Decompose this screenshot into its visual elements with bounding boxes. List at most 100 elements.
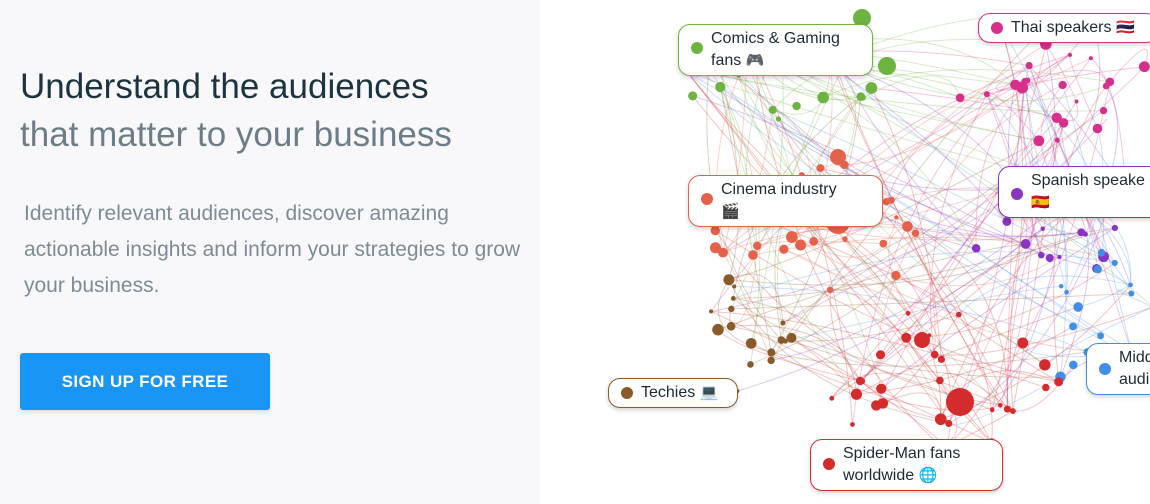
graph-edge (844, 238, 992, 443)
graph-node (905, 310, 911, 316)
graph-edge (791, 23, 1050, 339)
graph-edge (728, 231, 1082, 286)
graph-node-large (914, 332, 930, 348)
graph-edge (783, 248, 950, 424)
graph-node (1054, 377, 1064, 387)
cinema-label-text: Cinema industry (721, 181, 837, 198)
audience-label-spanish-speakers[interactable]: Spanish speake 🇪🇸 (998, 166, 1150, 218)
spanish-flag-icon: 🇪🇸 (1031, 194, 1050, 211)
graph-node (1058, 80, 1067, 90)
graph-node (1039, 359, 1051, 371)
graph-edge (733, 297, 857, 395)
sign-up-button[interactable]: SIGN UP FOR FREE (20, 353, 270, 410)
graph-edge (882, 314, 960, 404)
headline: Understand the audiences (20, 67, 429, 106)
audience-label-thai-speakers[interactable]: Thai speakers 🇹🇭 (978, 13, 1150, 43)
spiderman-dot-icon (823, 458, 835, 470)
graph-node (989, 407, 995, 413)
graph-edge (717, 279, 772, 353)
graph-node (775, 116, 782, 122)
graph-node (718, 247, 728, 258)
graph-node (1057, 254, 1062, 260)
graph-edge (752, 56, 938, 444)
graph-edge (907, 225, 1082, 238)
graph-edge (888, 226, 910, 314)
graph-node (1051, 112, 1062, 123)
graph-edge (715, 230, 1059, 383)
graph-edge (986, 66, 1145, 95)
graph-node (983, 91, 990, 98)
graph-edge (750, 117, 1058, 365)
graph-node (1068, 360, 1078, 370)
graph-edge (895, 84, 1063, 276)
audience-label-cinema-industry[interactable]: Cinema industry 🎬 (688, 175, 883, 227)
graph-node-large (878, 57, 896, 75)
graph-edge (728, 273, 784, 323)
graph-node (955, 311, 962, 318)
graph-edge (986, 93, 1042, 256)
audience-label-spider-man[interactable]: Spider-Man fans worldwide 🌐 (810, 439, 1003, 491)
graph-node (1025, 61, 1033, 70)
graph-edge (697, 70, 1104, 112)
graph-edge (687, 72, 1059, 383)
graph-node (726, 321, 736, 331)
graph-node (1064, 289, 1069, 295)
graph-node (855, 376, 865, 386)
graph-edge (722, 51, 748, 253)
graph-edge (742, 41, 1150, 305)
graph-edge (738, 75, 1046, 366)
graph-node (792, 101, 801, 111)
subheadline: that matter to your business (20, 115, 452, 154)
graph-node (1092, 123, 1103, 134)
graph-edge (856, 325, 1074, 395)
graph-edge (825, 42, 977, 249)
graph-edge (750, 342, 1001, 411)
graph-node (1082, 231, 1088, 237)
graph-node (1128, 290, 1135, 297)
graph-node-large (830, 149, 846, 165)
graph-edge (915, 232, 993, 443)
graph-node (887, 196, 895, 204)
graph-edge (781, 314, 959, 342)
graph-node (871, 400, 882, 411)
graph-edge (696, 70, 1132, 352)
audience-label-comics-gaming[interactable]: Comics & Gaming fans 🎮 (678, 24, 873, 76)
graph-edge (728, 140, 1040, 281)
graph-edge (731, 324, 861, 382)
spanish-label-text: Spanish speake (1031, 172, 1145, 189)
thai-label-text: Thai speakers (1011, 19, 1112, 36)
techies-dot-icon (621, 387, 633, 399)
graph-node (859, 94, 866, 101)
graph-node (1040, 226, 1046, 231)
graph-node (1002, 216, 1012, 226)
audience-label-middle[interactable]: Midd audi (1086, 343, 1150, 395)
spanish-dot-icon (1011, 188, 1023, 200)
graph-edge (906, 262, 1115, 339)
audience-label-techies[interactable]: Techies 💻 (608, 378, 738, 408)
graph-node (826, 286, 834, 294)
comics-label-line2: fans (711, 52, 742, 69)
graph-node (745, 337, 757, 349)
graph-edge (791, 236, 959, 316)
graph-edge (995, 65, 1030, 91)
graph-edge (717, 329, 861, 382)
graph-edge (752, 55, 853, 425)
graph-node (876, 350, 886, 360)
graph-node (732, 284, 737, 289)
graph-node (767, 356, 775, 365)
graph-node (710, 225, 720, 236)
graph-node (712, 323, 724, 336)
graph-edge (1012, 364, 1074, 412)
gamepad-icon: 🎮 (745, 52, 765, 69)
graph-edge (862, 75, 961, 99)
graph-node (829, 395, 835, 401)
graph-node (785, 231, 798, 243)
graph-edge (687, 72, 992, 443)
graph-edge (771, 351, 1088, 367)
audience-network-graph: Comics & Gaming fans 🎮 Thai speakers 🇹🇭 … (540, 0, 1150, 504)
graph-edge (829, 60, 1115, 264)
graph-edge (948, 122, 1065, 424)
graph-edge (731, 292, 1132, 310)
graph-node (1138, 61, 1150, 73)
graph-node (728, 305, 735, 313)
